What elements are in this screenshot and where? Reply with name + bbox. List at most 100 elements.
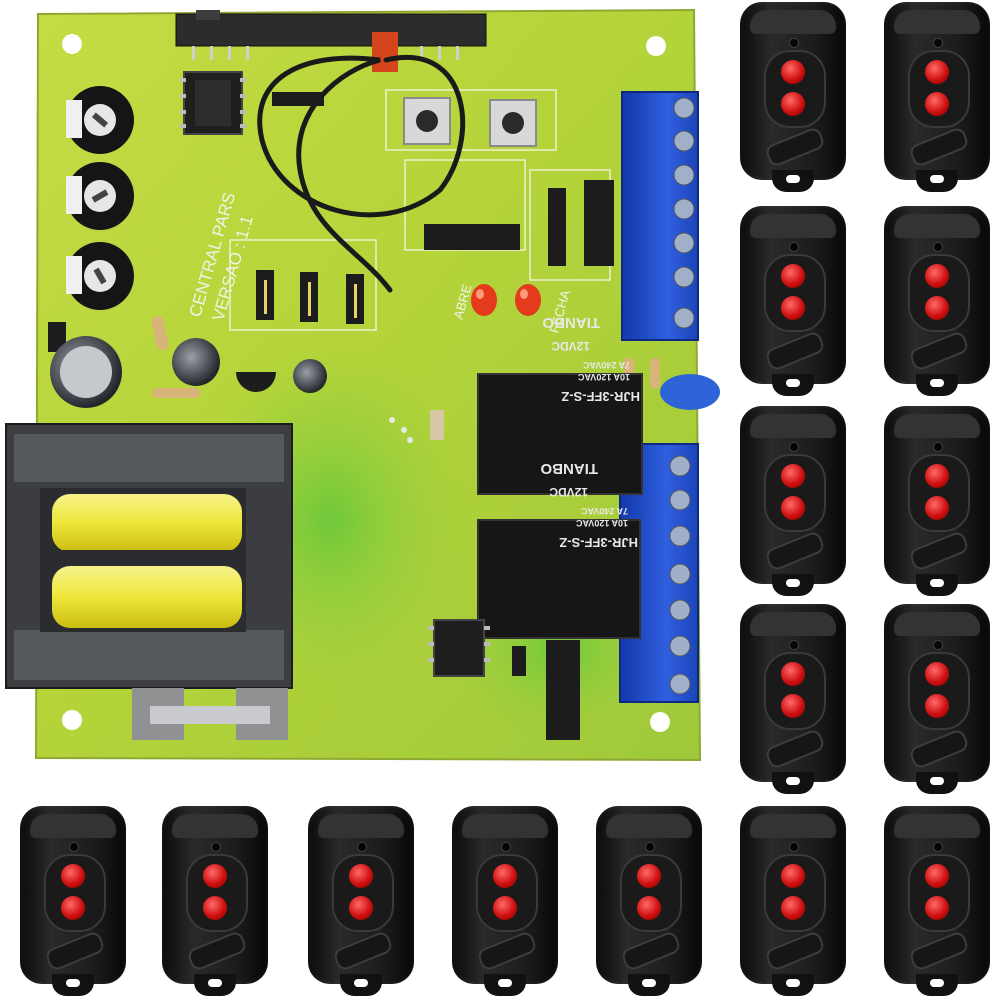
remote-led-icon (789, 38, 799, 48)
remote-keyring-tab (484, 974, 526, 996)
remote-control-8 (884, 604, 990, 794)
remote-led-icon (933, 38, 943, 48)
relay-top-rating-2: 7A 240VAC (582, 360, 630, 370)
remote-keyring-tab (772, 772, 814, 794)
capacitors (48, 322, 720, 410)
transformer (5, 423, 293, 740)
remote-button-top (781, 264, 805, 288)
remote-keyring-tab (916, 374, 958, 396)
remote-button-bottom (925, 694, 949, 718)
remote-button-bottom (203, 896, 227, 920)
remote-control-2 (884, 2, 990, 192)
remote-keyring-tab (772, 374, 814, 396)
ic-chip-bottom (428, 619, 490, 677)
relay-bottom-rating-1: 10A 120VAC (575, 518, 628, 528)
remote-button-top (637, 864, 661, 888)
remote-keyring-tab (628, 974, 670, 996)
remote-keyring-tab (916, 772, 958, 794)
remote-led-icon (501, 842, 511, 852)
remote-keyring-tab (916, 574, 958, 596)
remote-button-top (781, 662, 805, 686)
relay-top-brand: TIANBO (542, 314, 600, 331)
remote-button-bottom (925, 496, 949, 520)
remote-button-top (203, 864, 227, 888)
remote-keyring-tab (772, 574, 814, 596)
remote-led-icon (789, 242, 799, 252)
remote-top-cap (30, 814, 116, 838)
rf-receiver-module (175, 10, 487, 72)
remote-top-cap (462, 814, 548, 838)
remote-button-bottom (637, 896, 661, 920)
remote-control-3 (740, 206, 846, 396)
remote-button-bottom (781, 496, 805, 520)
relay-bottom-rating-2: 7A 240VAC (580, 506, 628, 516)
antenna-wire (257, 55, 466, 293)
remote-control-9 (20, 806, 126, 996)
remote-led-icon (933, 242, 943, 252)
remote-top-cap (750, 10, 836, 34)
remote-led-icon (211, 842, 221, 852)
remote-top-cap (894, 10, 980, 34)
remote-top-cap (318, 814, 404, 838)
remote-button-bottom (925, 296, 949, 320)
remote-button-top (925, 264, 949, 288)
remote-button-top (349, 864, 373, 888)
remote-button-top (781, 464, 805, 488)
remote-led-icon (357, 842, 367, 852)
remote-button-top (925, 662, 949, 686)
remote-button-top (781, 60, 805, 84)
remote-button-top (925, 60, 949, 84)
via-marks (389, 417, 413, 443)
remote-top-cap (172, 814, 258, 838)
remote-keyring-tab (52, 974, 94, 996)
remote-led-icon (69, 842, 79, 852)
remote-control-14 (740, 806, 846, 996)
relay-top-model: HJR-3FF-S-Z (561, 389, 640, 404)
remote-button-top (925, 864, 949, 888)
remote-keyring-tab (916, 974, 958, 996)
remote-top-cap (894, 814, 980, 838)
remote-top-cap (750, 414, 836, 438)
remote-control-12 (452, 806, 558, 996)
remote-control-15 (884, 806, 990, 996)
remote-led-icon (933, 640, 943, 650)
remote-button-bottom (61, 896, 85, 920)
remote-button-top (61, 864, 85, 888)
indicator-leds (471, 284, 541, 316)
remote-button-bottom (781, 92, 805, 116)
relay-top: HJR-3FF-S-Z 10A 120VAC 7A 240VAC 12VDC T… (477, 314, 643, 495)
remote-button-bottom (493, 896, 517, 920)
remote-top-cap (750, 814, 836, 838)
relay-bottom-voltage: 12VDC (549, 485, 588, 499)
remote-keyring-tab (194, 974, 236, 996)
remote-led-icon (933, 442, 943, 452)
remote-control-1 (740, 2, 846, 192)
relay-bottom: HJR-3FF-S-Z 10A 120VAC 7A 240VAC 12VDC T… (477, 460, 641, 639)
remote-button-top (925, 464, 949, 488)
relay-top-rating-1: 10A 120VAC (577, 372, 630, 382)
remote-led-icon (645, 842, 655, 852)
remote-control-13 (596, 806, 702, 996)
remote-keyring-tab (772, 170, 814, 192)
remote-led-icon (789, 640, 799, 650)
remote-button-bottom (781, 694, 805, 718)
voltage-regulator (512, 640, 580, 740)
remote-control-7 (740, 604, 846, 794)
remote-top-cap (606, 814, 692, 838)
remote-top-cap (750, 214, 836, 238)
remote-led-icon (933, 842, 943, 852)
relay-top-voltage: 12VDC (551, 339, 590, 353)
remote-led-icon (789, 442, 799, 452)
tactile-buttons (403, 97, 537, 147)
remote-keyring-tab (340, 974, 382, 996)
remote-control-6 (884, 406, 990, 596)
remote-button-top (781, 864, 805, 888)
remote-control-5 (740, 406, 846, 596)
remote-button-bottom (925, 92, 949, 116)
remote-control-10 (162, 806, 268, 996)
ic-chip-top (180, 71, 246, 135)
remote-keyring-tab (772, 974, 814, 996)
relay-bottom-brand: TIANBO (540, 460, 598, 477)
remote-control-4 (884, 206, 990, 396)
